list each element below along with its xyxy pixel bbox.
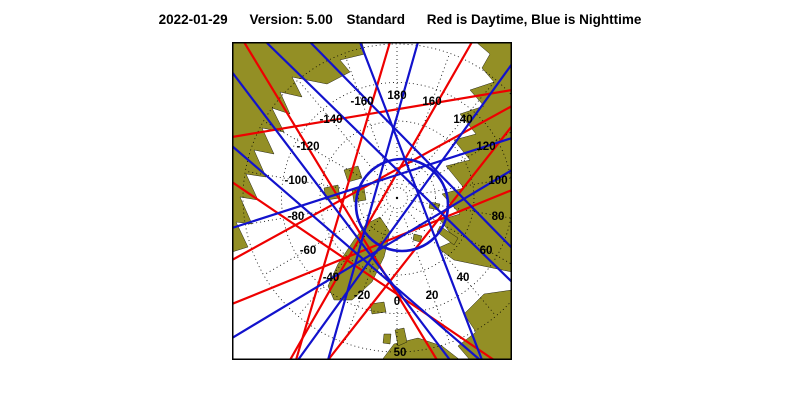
longitude-label: -80 — [288, 211, 305, 223]
polar-map: 180 160 140 120 100 80 60 40 20 0 -20 -40 -60 -80 -100… — [232, 42, 512, 360]
land-siberia — [437, 42, 512, 273]
satellite-track-night — [358, 42, 484, 360]
labels-layer: 180 160 140 120 100 80 60 40 20 0 -20 -40 -60 -80 -100… — [284, 90, 507, 359]
land-novaya-zemlya — [436, 225, 459, 246]
tracks-layer — [232, 42, 512, 360]
satellite-track-day — [232, 188, 512, 306]
longitude-label: 80 — [492, 211, 505, 223]
satellite-track-night — [232, 70, 452, 360]
satellite-track-night — [326, 42, 420, 360]
map-border — [232, 42, 512, 360]
meridian-line — [400, 53, 451, 189]
longitude-label: -120 — [296, 141, 319, 153]
satellite-track-night — [232, 144, 482, 360]
longitude-label: -40 — [323, 272, 340, 284]
longitude-label: -160 — [350, 96, 373, 108]
meridian-line — [400, 207, 451, 343]
longitude-label: 140 — [453, 114, 472, 126]
meridian-line — [403, 79, 497, 191]
longitude-label: -140 — [319, 114, 342, 126]
land-ireland — [382, 333, 392, 345]
longitude-label: -60 — [300, 245, 317, 257]
longitude-label: 60 — [480, 245, 493, 257]
satellite-track-day — [294, 42, 392, 360]
land-scandinavia — [457, 289, 512, 360]
land-layer — [232, 42, 512, 360]
satellite-track-day — [232, 88, 512, 139]
meridian-line — [343, 53, 394, 189]
longitude-label: 160 — [422, 96, 441, 108]
satellite-track-day — [326, 124, 512, 360]
longitude-label: 180 — [387, 90, 406, 102]
longitude-label: 0 — [394, 296, 400, 308]
plot-title: 2022-01-29 Version: 5.00 Standard Red is… — [0, 12, 800, 27]
latitude-circle — [319, 120, 475, 276]
graticule-layer — [242, 43, 512, 353]
meridian-line — [403, 205, 497, 317]
title-date: 2022-01-29 — [158, 12, 228, 27]
satellite-track-night — [232, 136, 512, 230]
pole-marker — [395, 196, 399, 200]
meridian-line — [245, 199, 388, 226]
satellite-track-night — [308, 42, 512, 250]
longitude-label: 100 — [488, 175, 507, 187]
latitude-label: 50 — [394, 347, 407, 359]
title-version: Version: 5.00 — [249, 12, 333, 27]
longitude-label: -100 — [284, 175, 307, 187]
satellite-track-night — [296, 62, 512, 360]
satellite-track-night — [232, 168, 512, 340]
longitude-label: 120 — [476, 141, 495, 153]
title-legend: Red is Daytime, Blue is Nighttime — [426, 12, 642, 27]
satellite-orbit-circle-night — [354, 157, 450, 253]
longitude-label: -20 — [354, 290, 371, 302]
title-mode: Standard — [346, 12, 406, 27]
longitude-label: 40 — [457, 272, 470, 284]
longitude-label: 20 — [426, 290, 439, 302]
satellite-track-day — [288, 42, 474, 360]
